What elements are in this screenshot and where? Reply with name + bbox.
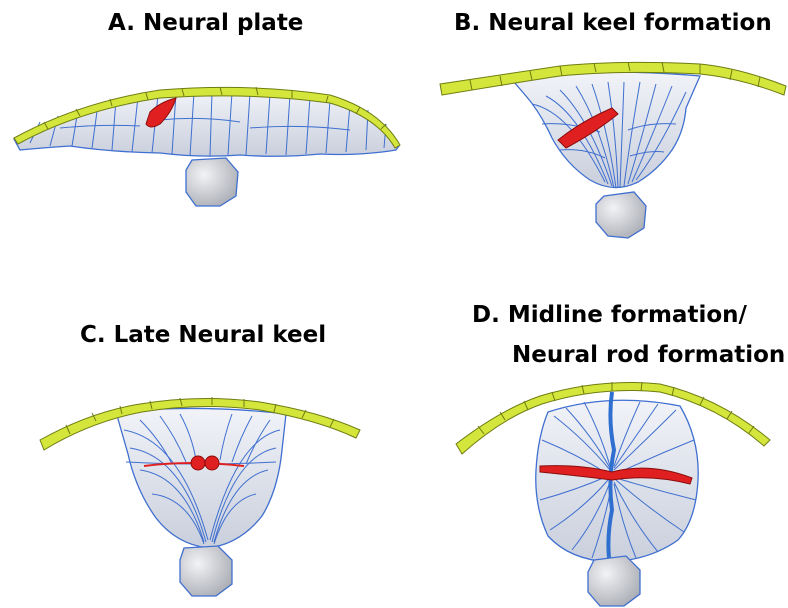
panel-b-neural-keel xyxy=(514,72,700,187)
panel-a-notochord xyxy=(186,158,238,206)
panel-a-diagram xyxy=(14,87,400,206)
panel-d-notochord xyxy=(588,556,640,606)
panel-d-diagram xyxy=(456,382,770,606)
panel-b-diagram xyxy=(440,62,786,238)
panel-c-diagram xyxy=(40,397,360,596)
panel-c-marked-cell-right xyxy=(205,456,219,470)
panel-c-marked-cell-left xyxy=(191,456,205,470)
panel-b-notochord xyxy=(596,192,646,238)
panel-c-notochord xyxy=(180,546,232,596)
